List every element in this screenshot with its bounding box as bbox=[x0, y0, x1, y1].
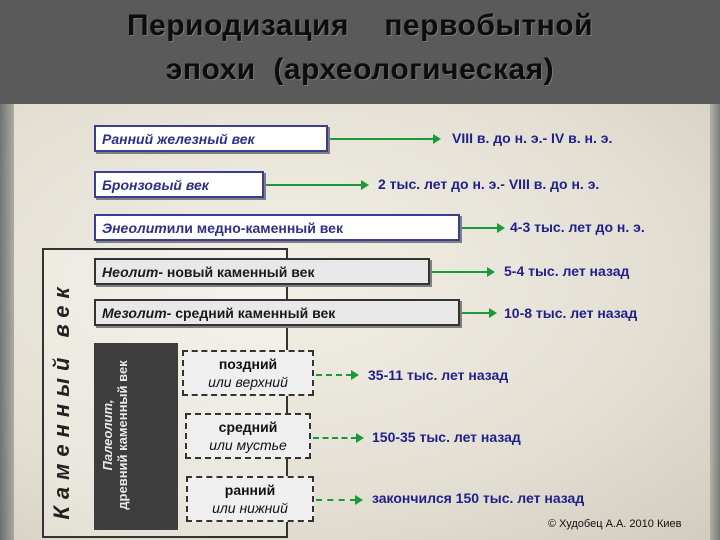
sub-name: ранний bbox=[224, 482, 276, 498]
page-title: Периодизация первобытной эпохи (археолог… bbox=[0, 4, 720, 92]
sub-name: поздний bbox=[218, 356, 278, 372]
period-box-bronze: Бронзовый век bbox=[94, 171, 264, 198]
sub-alt: или верхний bbox=[208, 374, 288, 390]
paleolith-term: Палеолит, bbox=[100, 399, 115, 471]
period-name: Неолит bbox=[102, 263, 159, 280]
period-extra: или медно-каменный век bbox=[166, 219, 343, 236]
period-box-eneolith: Энеолит или медно-каменный век bbox=[94, 214, 460, 241]
period-box-mesolith: Мезолит - средний каменный век bbox=[94, 299, 460, 326]
arrow-bronze bbox=[266, 180, 369, 190]
date-mesolith: 10-8 тыс. лет назад bbox=[504, 305, 638, 321]
date-paleo-early: закончился 150 тыс. лет назад bbox=[372, 490, 585, 506]
paleo-sub-late: поздний или верхний bbox=[182, 350, 314, 396]
copyright-note: © Худобец А.А. 2010 Киев bbox=[548, 518, 682, 530]
date-bronze: 2 тыс. лет до н. э.- VIII в. до н. э. bbox=[378, 176, 600, 192]
date-early-iron: VIII в. до н. э.- IV в. н. э. bbox=[452, 130, 613, 146]
title-line-2: эпохи (археологическая) bbox=[165, 53, 555, 86]
paleolith-label: Палеолит, древний каменный век bbox=[100, 345, 130, 525]
stone-age-label: Каменный век bbox=[49, 280, 74, 520]
paleo-sub-early: ранний или нижний bbox=[186, 476, 314, 522]
date-paleo-late: 35-11 тыс. лет назад bbox=[368, 367, 509, 383]
period-name: Бронзовый век bbox=[102, 176, 209, 193]
sub-alt: или нижний bbox=[212, 500, 288, 516]
date-paleo-middle: 150-35 тыс. лет назад bbox=[372, 429, 521, 445]
arrow-eneolith bbox=[462, 223, 505, 233]
period-name: Ранний железный век bbox=[102, 130, 255, 147]
paleolith-block bbox=[94, 343, 178, 530]
title-line-1: Периодизация первобытной bbox=[126, 9, 594, 42]
date-neolith: 5-4 тыс. лет назад bbox=[504, 263, 630, 279]
right-edge-decor bbox=[710, 104, 720, 540]
sub-alt: или мустье bbox=[209, 437, 287, 453]
period-extra: - новый каменный век bbox=[158, 263, 315, 280]
arrow-paleo-late bbox=[316, 370, 359, 380]
period-box-neolith: Неолит - новый каменный век bbox=[94, 258, 430, 285]
arrow-paleo-middle bbox=[313, 433, 364, 443]
period-box-early-iron: Ранний железный век bbox=[94, 125, 328, 152]
paleolith-rest: древний каменный век bbox=[115, 360, 130, 510]
date-eneolith: 4-3 тыс. лет до н. э. bbox=[510, 219, 645, 235]
period-name: Энеолит bbox=[102, 219, 167, 236]
arrow-paleo-early bbox=[316, 495, 363, 505]
title-banner bbox=[0, 0, 720, 104]
period-name: Мезолит bbox=[102, 304, 167, 321]
left-edge-decor bbox=[0, 104, 14, 540]
arrow-early-iron bbox=[330, 134, 441, 144]
sub-name: средний bbox=[218, 419, 278, 435]
arrow-neolith bbox=[432, 267, 495, 277]
arrow-mesolith bbox=[462, 308, 497, 318]
paleo-sub-middle: средний или мустье bbox=[185, 413, 311, 459]
period-extra: - средний каменный век bbox=[166, 304, 336, 321]
